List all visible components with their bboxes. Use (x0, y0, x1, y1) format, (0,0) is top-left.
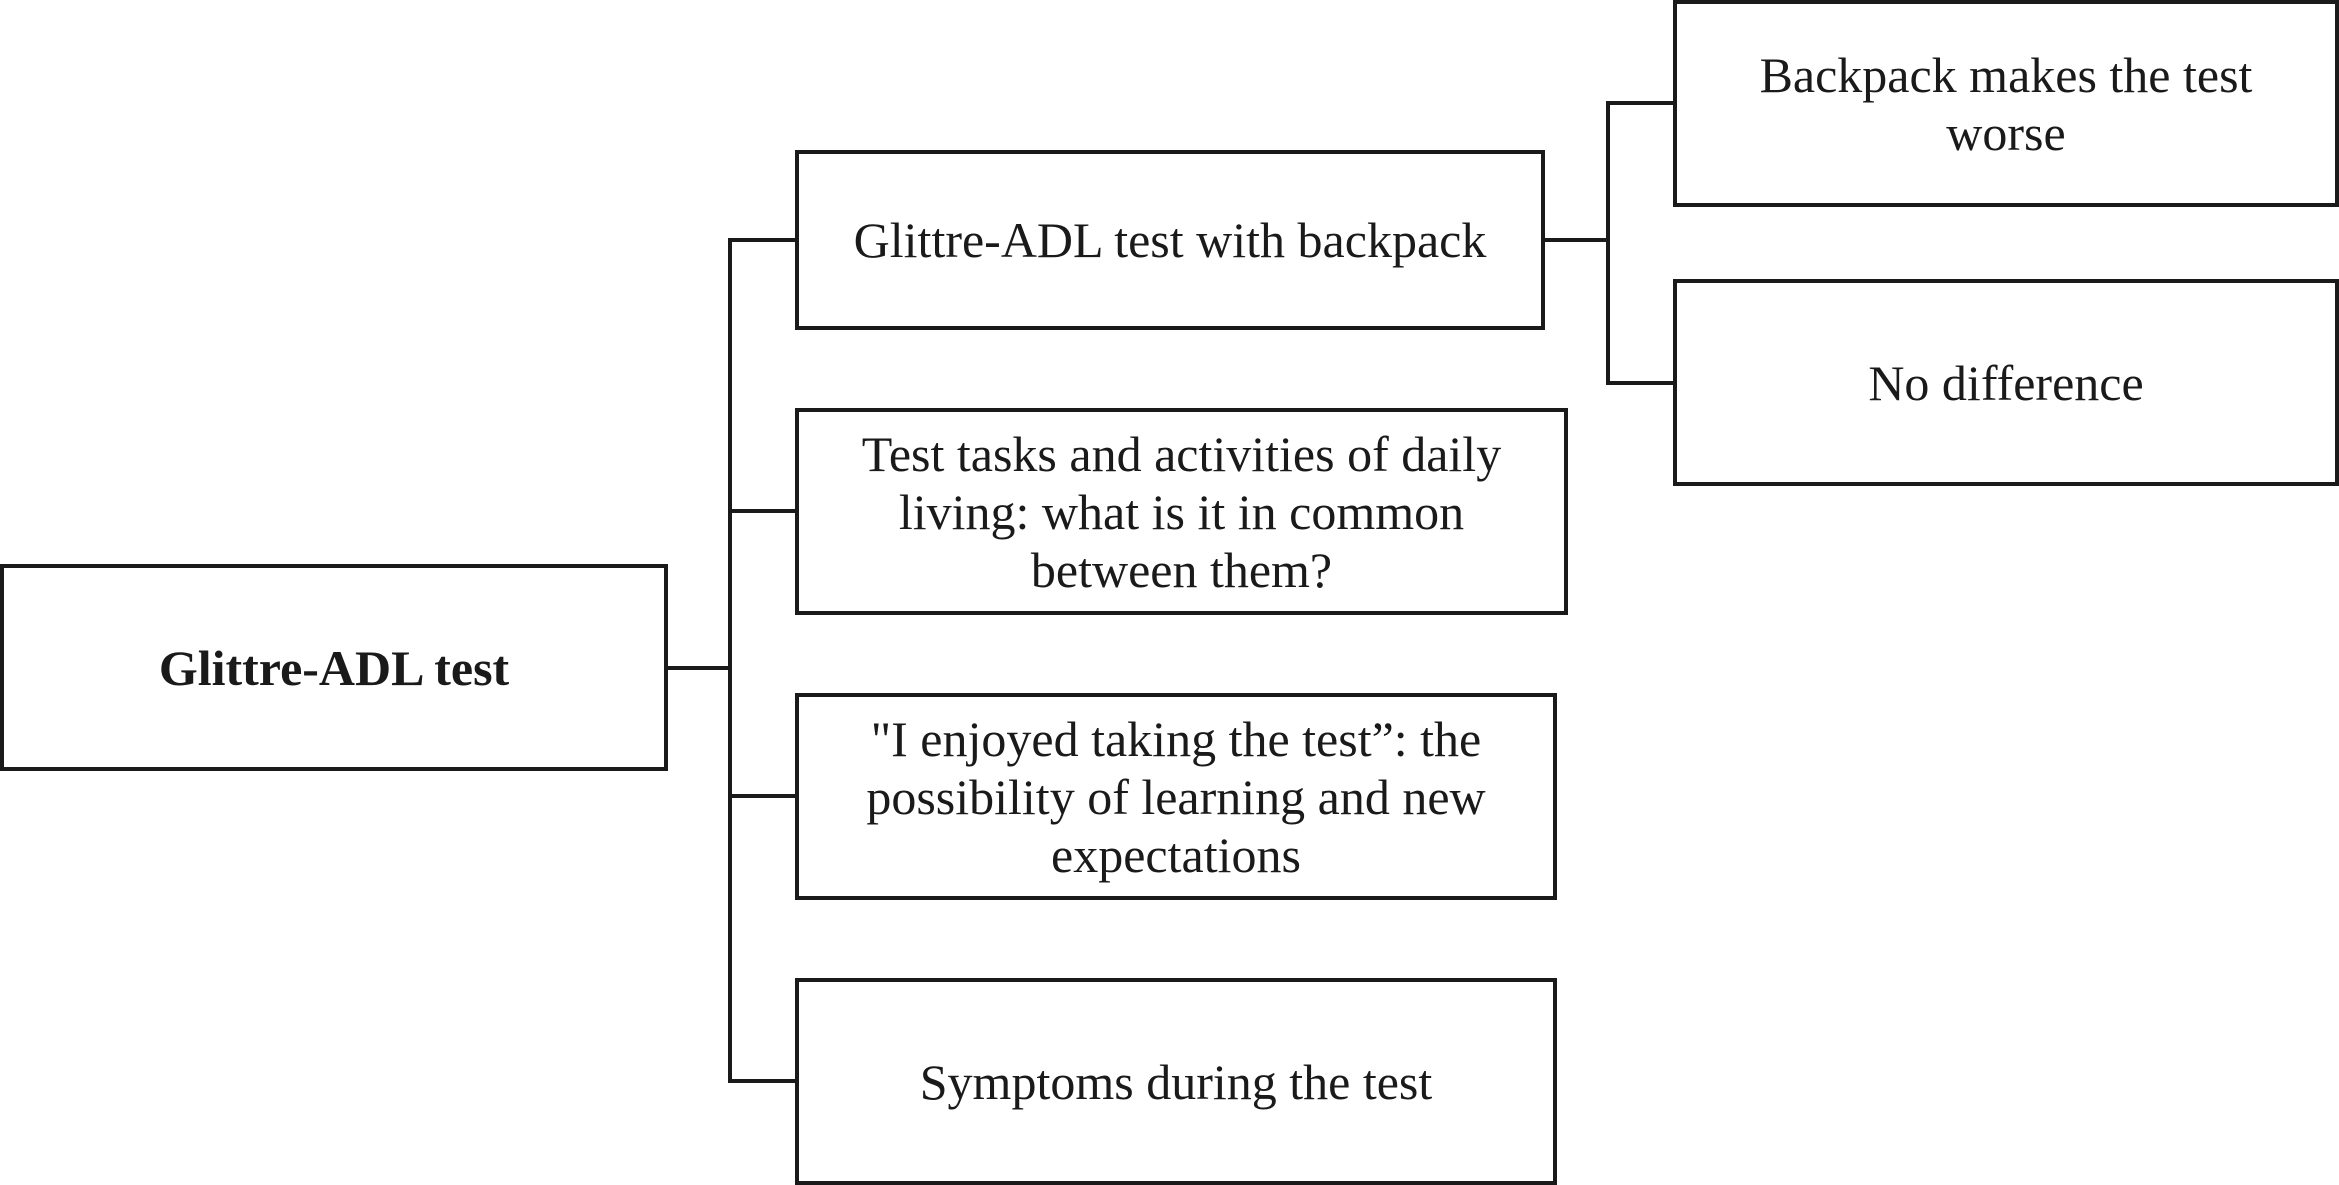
branch-node-enjoyed: "I enjoyed taking the test”: the possibi… (795, 693, 1557, 900)
root-node: Glittre-ADL test (0, 564, 668, 771)
branch-node-enjoyed-label: "I enjoyed taking the test”: the possibi… (866, 710, 1486, 883)
branch-node-symptoms-label: Symptoms during the test (919, 1053, 1433, 1110)
leaf-node-backpack-worse: Backpack makes the test worse (1673, 0, 2339, 207)
leaf-node-no-difference-label: No difference (1868, 354, 2144, 411)
branch-node-daily-living-label: Test tasks and activities of daily livin… (861, 425, 1502, 598)
branch-node-daily-living: Test tasks and activities of daily livin… (795, 408, 1568, 615)
branch-node-backpack-label: Glittre-ADL test with backpack (853, 212, 1487, 268)
root-node-label: Glittre-ADL test (158, 639, 510, 696)
leaf-node-backpack-worse-label: Backpack makes the test worse (1759, 46, 2253, 161)
branch-node-symptoms: Symptoms during the test (795, 978, 1557, 1185)
leaf-node-no-difference: No difference (1673, 279, 2339, 486)
branch-node-backpack: Glittre-ADL test with backpack (795, 150, 1545, 330)
